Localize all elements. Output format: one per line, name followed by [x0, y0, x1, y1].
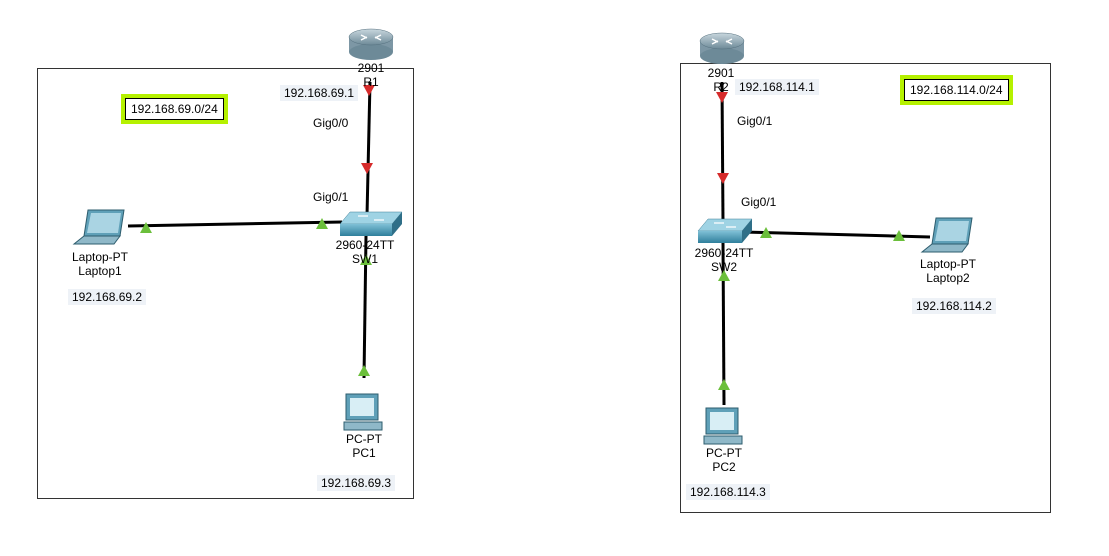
- link-up-indicator: [360, 254, 372, 265]
- link-down-indicator: [716, 92, 728, 103]
- router-r2-ip: 192.168.114.1: [735, 79, 819, 95]
- pc2-label: PC-PT PC2: [706, 446, 742, 474]
- area-box-1: [37, 68, 414, 499]
- link-down-indicator: [717, 173, 729, 184]
- area-box-2: [680, 63, 1051, 513]
- port-label-sw1: Gig0/1: [313, 190, 349, 204]
- network-label-1[interactable]: 192.168.69.0/24: [121, 94, 228, 124]
- port-label-r2: Gig0/1: [737, 114, 773, 128]
- switch-name: SW1: [351, 252, 379, 266]
- pc-name: PC2: [712, 460, 736, 474]
- switch-model: 2960-24TT: [335, 238, 395, 252]
- link-up-indicator: [760, 227, 772, 238]
- laptop-model: Laptop-PT: [919, 257, 977, 271]
- laptop1-ip: 192.168.69.2: [68, 289, 147, 305]
- link-sw2-pc2[interactable]: [721, 241, 726, 406]
- router-r2-icon[interactable]: [699, 32, 745, 64]
- link-down-indicator: [363, 85, 375, 96]
- link-up-indicator: [358, 365, 370, 376]
- pc1-label: PC-PT PC1: [346, 432, 382, 460]
- router-r2-label: 2901 R2: [708, 66, 735, 94]
- link-up-indicator: [718, 379, 730, 390]
- link-up-indicator: [893, 230, 905, 241]
- switch-sw1-label: 2960-24TT SW1: [336, 238, 395, 266]
- link-r2-sw2[interactable]: [720, 81, 725, 223]
- pc-model: PC-PT: [706, 446, 742, 460]
- pc2-ip: 192.168.114.3: [686, 484, 770, 500]
- pc2-icon[interactable]: [703, 407, 743, 445]
- router-model: 2901: [707, 66, 735, 80]
- pc1-ip: 192.168.69.3: [317, 475, 396, 491]
- link-r1-sw1[interactable]: [365, 81, 372, 217]
- laptop2-label: Laptop-PT Laptop2: [920, 257, 976, 285]
- router-r1-ip: 192.168.69.1: [280, 85, 359, 101]
- port-label-sw2: Gig0/1: [741, 195, 777, 209]
- switch-sw2-icon[interactable]: [697, 218, 753, 243]
- link-up-indicator: [718, 270, 730, 281]
- pc-model: PC-PT: [346, 432, 382, 446]
- router-model: 2901: [357, 61, 385, 75]
- laptop2-ip: 192.168.114.2: [912, 298, 996, 314]
- link-down-indicator: [361, 163, 373, 174]
- router-name: R1: [363, 75, 379, 89]
- router-r1-icon[interactable]: [348, 28, 394, 60]
- laptop-model: Laptop-PT: [71, 250, 129, 264]
- switch-name: SW2: [710, 260, 738, 274]
- laptop1-label: Laptop-PT Laptop1: [72, 250, 128, 278]
- laptop-name: Laptop1: [78, 264, 122, 278]
- laptop1-icon[interactable]: [72, 209, 125, 245]
- switch-sw1-icon[interactable]: [339, 211, 403, 236]
- switch-sw2-label: 2960-24TT SW2: [695, 246, 754, 274]
- pc1-icon[interactable]: [343, 393, 383, 431]
- link-laptop1-sw1[interactable]: [127, 220, 343, 228]
- network-label-2[interactable]: 192.168.114.0/24: [900, 75, 1013, 105]
- switch-model: 2960-24TT: [694, 246, 754, 260]
- router-name: R2: [713, 80, 729, 94]
- link-up-indicator: [140, 222, 152, 233]
- pc-name: PC1: [352, 446, 376, 460]
- laptop2-icon[interactable]: [920, 217, 973, 253]
- router-r1-label: 2901 R1: [358, 61, 385, 89]
- link-up-indicator: [316, 218, 328, 229]
- laptop-name: Laptop2: [926, 271, 970, 285]
- port-label-r1: Gig0/0: [313, 116, 349, 130]
